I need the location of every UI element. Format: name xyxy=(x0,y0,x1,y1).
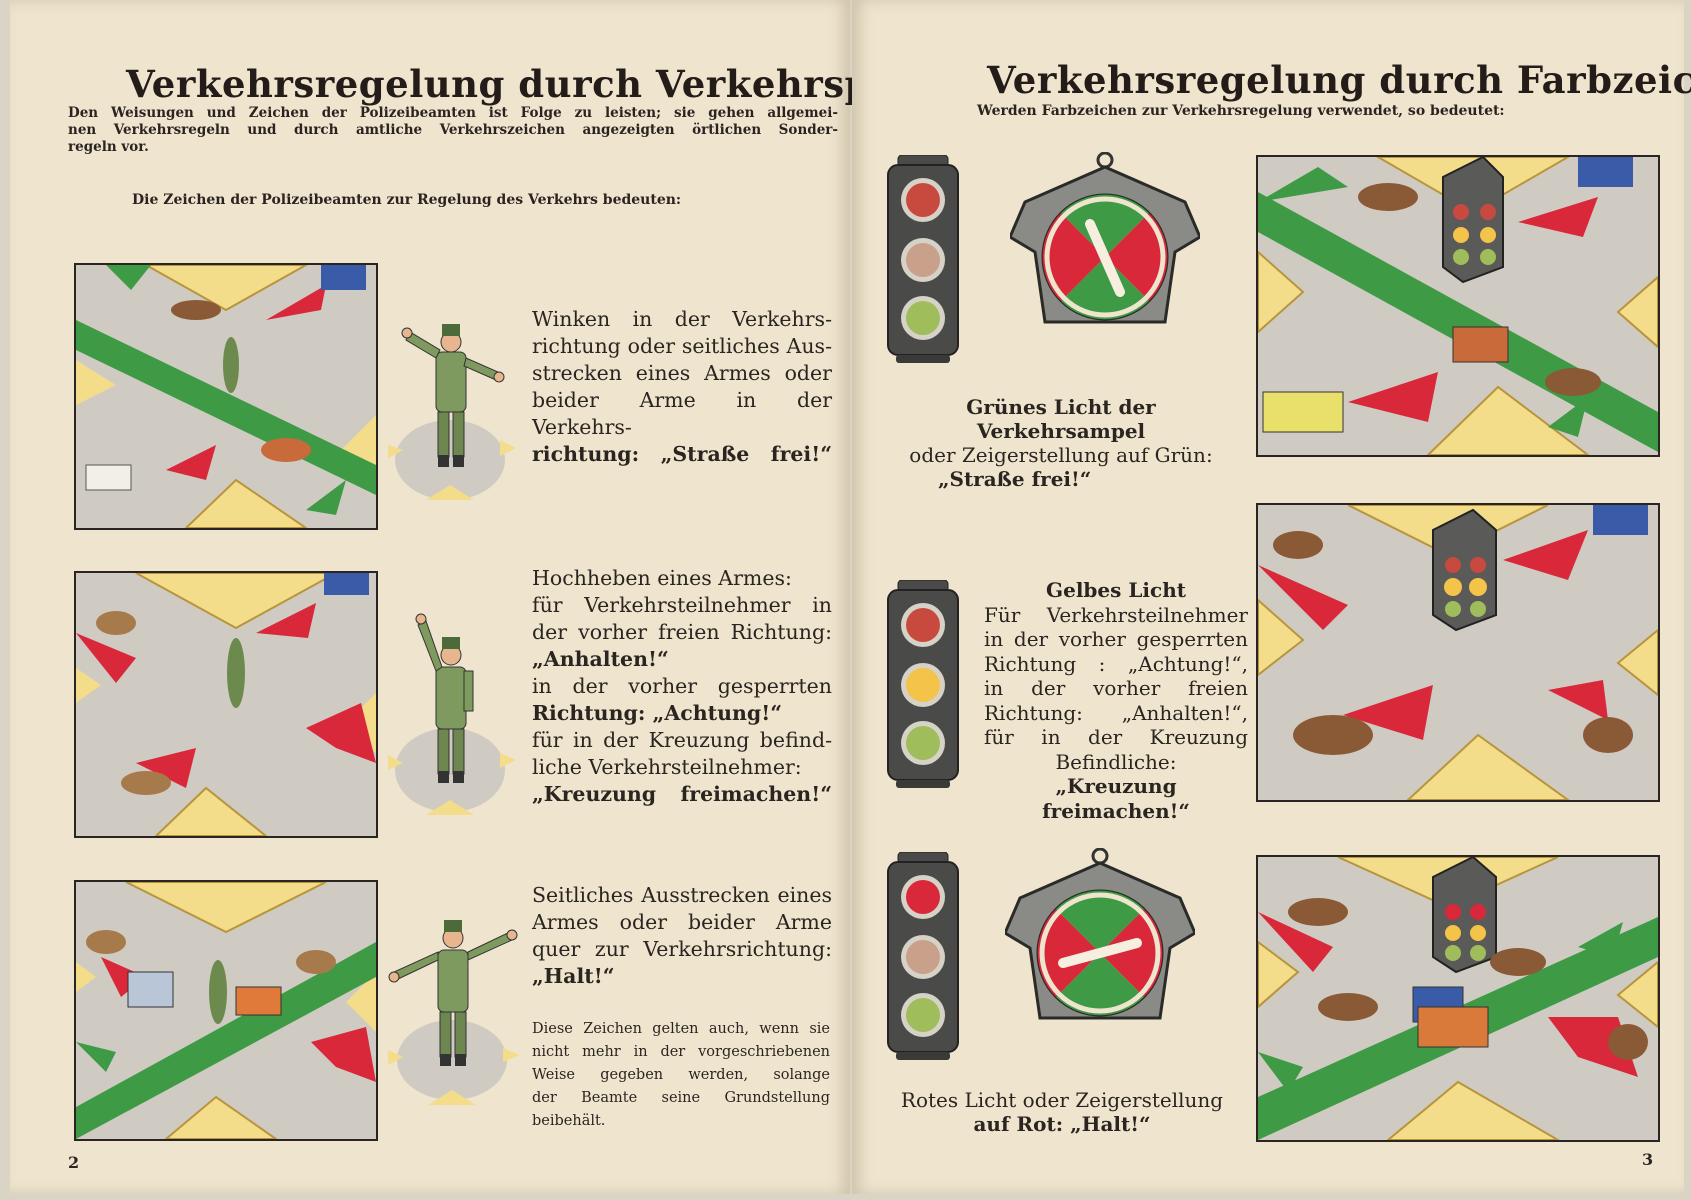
officer-figure-go xyxy=(388,300,518,519)
caption-yellow-light: Gelbes Licht Für Verkehrsteilnehmer in d… xyxy=(984,578,1248,823)
caption-green-light: Grünes Licht der Verkehrsampel oder Zeig… xyxy=(909,395,1213,491)
page-left: Verkehrsregelung durch Verkehrspolizei D… xyxy=(10,0,985,1194)
caption-police-halt: Seitliches Ausstrecken eines Armes oder … xyxy=(532,883,832,988)
caption-red-light: Rotes Licht oder Zeigerstellung auf Rot:… xyxy=(900,1088,1224,1136)
scene-light-green xyxy=(1256,155,1660,457)
scene-police-halt xyxy=(74,880,378,1141)
officer-figure-halt xyxy=(388,910,523,1119)
semaphore-signal-red xyxy=(1003,847,1197,1037)
right-page-title: Verkehrsregelung durch Farbzeichen xyxy=(987,58,1691,102)
left-subtitle: Die Zeichen der Polizeibeamten zur Regel… xyxy=(132,192,682,208)
scene-light-yellow xyxy=(1256,503,1660,802)
note-police-signs: Diese Zeichen gelten auch, wenn sie nich… xyxy=(532,1021,830,1129)
officer-figure-arm-up xyxy=(388,605,518,834)
scene-light-red xyxy=(1256,855,1660,1142)
page-number-left: 2 xyxy=(68,1153,80,1172)
page-right: Verkehrsregelung durch Farbzeichen Werde… xyxy=(852,0,1691,1194)
traffic-light-red xyxy=(886,851,962,1066)
semaphore-signal-green xyxy=(1008,151,1202,341)
left-intro: Den Weisungen und Zeichen der Polizeibea… xyxy=(68,105,838,155)
right-subtitle: Werden Farbzeichen zur Verkehrsregelung … xyxy=(977,103,1505,119)
traffic-light-green xyxy=(886,154,962,369)
caption-police-arm-up: Hochheben eines Armes: für Verkehrsteiln… xyxy=(532,566,832,806)
traffic-light-yellow xyxy=(886,579,962,794)
page-number-right: 3 xyxy=(1642,1150,1654,1169)
scene-police-arm-up xyxy=(74,571,378,838)
left-page-title: Verkehrsregelung durch Verkehrspolizei xyxy=(126,62,986,106)
caption-police-go: Winken in der Verkehrs- richtung oder se… xyxy=(532,307,832,466)
scene-police-go xyxy=(74,263,378,530)
